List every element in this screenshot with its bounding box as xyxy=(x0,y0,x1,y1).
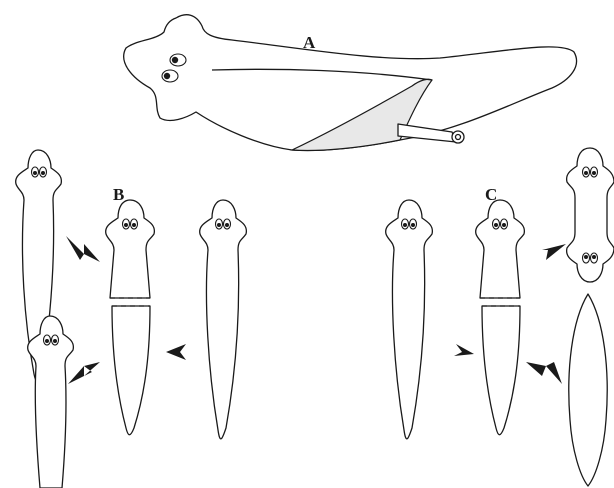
panel-b-intact-worm xyxy=(200,200,247,439)
panel-b-label: B xyxy=(113,186,124,203)
panel-b-arrow-head-regen xyxy=(66,236,100,262)
panel-b-arrow-cut xyxy=(166,344,196,360)
panel-c-arrow-cut xyxy=(444,344,474,356)
panel-c-two-headed-body xyxy=(567,148,614,282)
panel-b-cut-worm xyxy=(106,200,155,435)
panel-b-regen-worm-2 xyxy=(28,316,74,488)
panel-c-cut-worm xyxy=(476,200,525,435)
panel-a-pharynx-opening-inner xyxy=(456,135,461,140)
panel-a-planarian xyxy=(124,15,577,151)
panel-c-intact-body xyxy=(386,200,433,439)
panel-b-arrow-tail-regen xyxy=(68,362,100,384)
panel-b-cut-tail-piece xyxy=(112,306,150,435)
panel-c-arrow-tail-result xyxy=(526,362,562,384)
panel-c-label: C xyxy=(485,186,497,203)
panel-c-cut-head-piece xyxy=(476,200,525,298)
panel-b-cut-head-piece xyxy=(106,200,155,298)
panel-c-headless-piece xyxy=(569,294,607,486)
panel-b-intact-body xyxy=(200,200,247,439)
panel-a-label: A xyxy=(303,34,315,51)
panel-c-arrow-head-result xyxy=(530,244,566,262)
panel-c-cut-tail-piece xyxy=(482,306,520,435)
panel-c-two-headed-worm xyxy=(567,148,614,282)
panel-c-intact-worm xyxy=(386,200,433,439)
